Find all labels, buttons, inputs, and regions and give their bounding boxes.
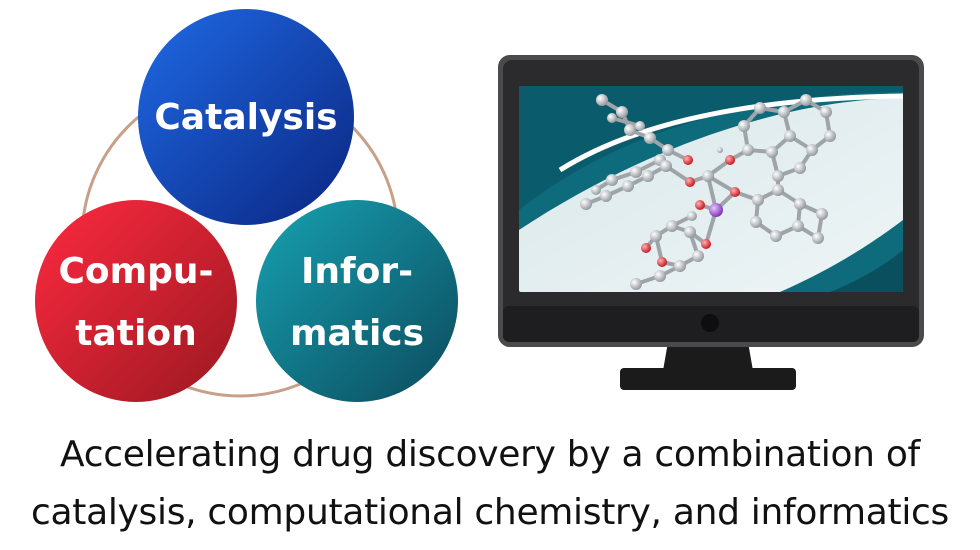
computer-monitor-icon: [498, 55, 924, 390]
monitor-base: [620, 368, 796, 390]
catalysis-circle: Catalysis: [138, 9, 354, 225]
informatics-label-line1: Infor-: [301, 251, 413, 292]
catalysis-label: Catalysis: [154, 97, 337, 138]
computation-label-line1: Compu-: [58, 251, 213, 292]
computation-circle: Compu- tation: [35, 200, 237, 402]
molecule-atoms: [580, 94, 836, 290]
informatics-circle: Infor- matics: [256, 200, 458, 402]
computation-label-line2: tation: [75, 313, 196, 354]
caption-line-1: Accelerating drug discovery by a combina…: [60, 434, 920, 475]
power-button-icon: [701, 314, 719, 332]
caption-line-2: catalysis, computational chemistry, and …: [31, 492, 949, 533]
monitor-screen: [519, 86, 903, 292]
venn-diagram: Catalysis Compu- tation Infor- matics: [35, 9, 458, 402]
informatics-label-line2: matics: [290, 313, 424, 354]
